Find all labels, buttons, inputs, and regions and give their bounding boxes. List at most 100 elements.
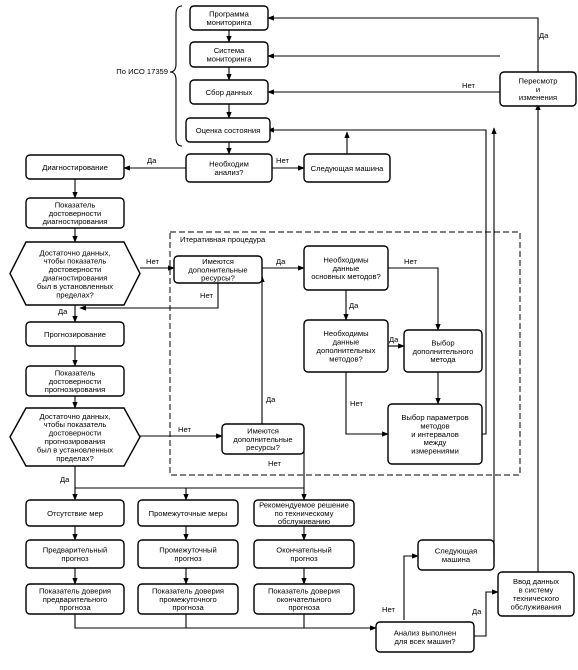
- node-shape: [173, 255, 263, 284]
- node-shape: [9, 241, 141, 306]
- node-text-line: Система: [214, 46, 245, 55]
- node-text-line: промежуточного: [159, 595, 217, 604]
- node-text-line: Достаточно данных,: [39, 412, 110, 421]
- node-text-line: Показатель: [55, 368, 96, 377]
- node-text-line: Промежуточный: [159, 546, 217, 555]
- node-text-line: основных методов?: [311, 272, 381, 281]
- node-text-line: прогноз: [174, 554, 202, 563]
- node-diagnosis: Диагностирование: [25, 154, 125, 180]
- label-yes-analysis: Да: [147, 156, 157, 165]
- label-yes-diag: Да: [58, 307, 68, 316]
- label-no-res1: Нет: [200, 291, 213, 300]
- node-text-line: Промежуточные меры: [149, 509, 228, 518]
- node-text-line: обслуживания: [511, 602, 562, 611]
- node-text-line: Выбор: [431, 338, 454, 347]
- node-text-line: ресурсы?: [201, 274, 235, 283]
- node-text-line: диагностирования: [43, 217, 108, 226]
- node-shape: [403, 329, 483, 373]
- node-text-line: обслуживанию: [278, 517, 331, 526]
- node-conf-preliminary: Показатель доверияпредварительногопрогно…: [25, 583, 125, 615]
- node-text-line: Следующая машина: [311, 164, 385, 173]
- node-shape: [253, 539, 355, 569]
- node-text-line: анализ?: [214, 168, 243, 177]
- node-shape: [9, 407, 141, 467]
- node-shape: [25, 583, 125, 615]
- edges: [72, 15, 541, 637]
- node-text-line: достоверности: [49, 429, 101, 438]
- node-text-line: Показатель доверия: [39, 586, 111, 595]
- node-text-line: достоверности: [49, 209, 101, 218]
- label-no-review: Нет: [462, 81, 475, 90]
- node-shape: [253, 583, 355, 615]
- label-no-basic: Нет: [404, 257, 417, 266]
- node-shape: [303, 245, 389, 291]
- node-text-line: был в установленных: [37, 445, 113, 454]
- iso-label: По ИСО 17359: [116, 67, 168, 76]
- node-text-line: Следующая: [435, 547, 477, 556]
- node-enough-data-prog: Достаточно данных,чтобы показательдостов…: [9, 407, 141, 467]
- node-text-line: Показатель: [55, 200, 96, 209]
- node-shape: [303, 319, 389, 373]
- node-text-line: пределах?: [56, 290, 93, 299]
- node-shape: [303, 153, 391, 183]
- node-text-line: Пересмотр: [519, 76, 558, 85]
- node-shape: [253, 499, 355, 527]
- node-text-line: Показатель доверия: [152, 586, 224, 595]
- node-enough-data-diag: Достаточно данных,чтобы показательдостов…: [9, 241, 141, 306]
- node-text-line: и: [536, 85, 540, 94]
- node-text-line: метода: [430, 355, 456, 364]
- node-text-line: прогнозирования: [45, 437, 106, 446]
- node-text-line: дополнительные: [188, 265, 247, 274]
- node-shape: [387, 403, 483, 465]
- node-shape: [185, 153, 273, 183]
- node-text-line: данные: [333, 338, 360, 347]
- label-yes-extra: Да: [389, 335, 399, 344]
- node-shape: [25, 499, 125, 527]
- node-text-line: Оценка состояния: [196, 126, 261, 135]
- node-data-collection: Сбор данных: [189, 79, 269, 105]
- node-text-line: достоверности: [49, 377, 101, 386]
- node-text-line: технического: [513, 594, 559, 603]
- node-text-line: Необходимы: [323, 255, 368, 264]
- node-text-line: изменения: [519, 93, 557, 102]
- label-yes-prog: Да: [60, 475, 70, 484]
- node-text-line: по техническому: [275, 509, 334, 518]
- node-text-line: дополнительных: [317, 346, 376, 355]
- node-text-line: Программа: [209, 10, 250, 19]
- node-shape: [189, 41, 269, 68]
- node-text-line: дополнительного: [413, 347, 474, 356]
- node-shape: [25, 197, 125, 229]
- node-no-measures: Отсутствие мер: [25, 499, 125, 527]
- node-text-line: Показатель доверия: [268, 586, 340, 595]
- label-no-res2: Нет: [268, 459, 281, 468]
- node-shape: [137, 539, 239, 569]
- label-no-extra: Нет: [350, 399, 363, 408]
- label-yes-res1: Да: [276, 257, 286, 266]
- node-text-line: машина: [442, 555, 471, 564]
- node-state-assessment: Оценка состояния: [185, 117, 271, 143]
- node-text-line: Необходим: [209, 160, 249, 169]
- node-text-line: Необходимы: [323, 329, 368, 338]
- node-text-line: чтобы показатель: [44, 257, 107, 266]
- node-text-line: между: [424, 438, 447, 447]
- node-text-line: методов?: [329, 354, 363, 363]
- node-text-line: Прогнозирование: [44, 330, 106, 339]
- node-text-line: Окончательный: [276, 546, 331, 555]
- label-no-analysis: Нет: [276, 156, 289, 165]
- node-shape: [189, 79, 269, 105]
- label-yes-res2: Да: [266, 395, 276, 404]
- node-text-line: для всех машин?: [395, 637, 456, 646]
